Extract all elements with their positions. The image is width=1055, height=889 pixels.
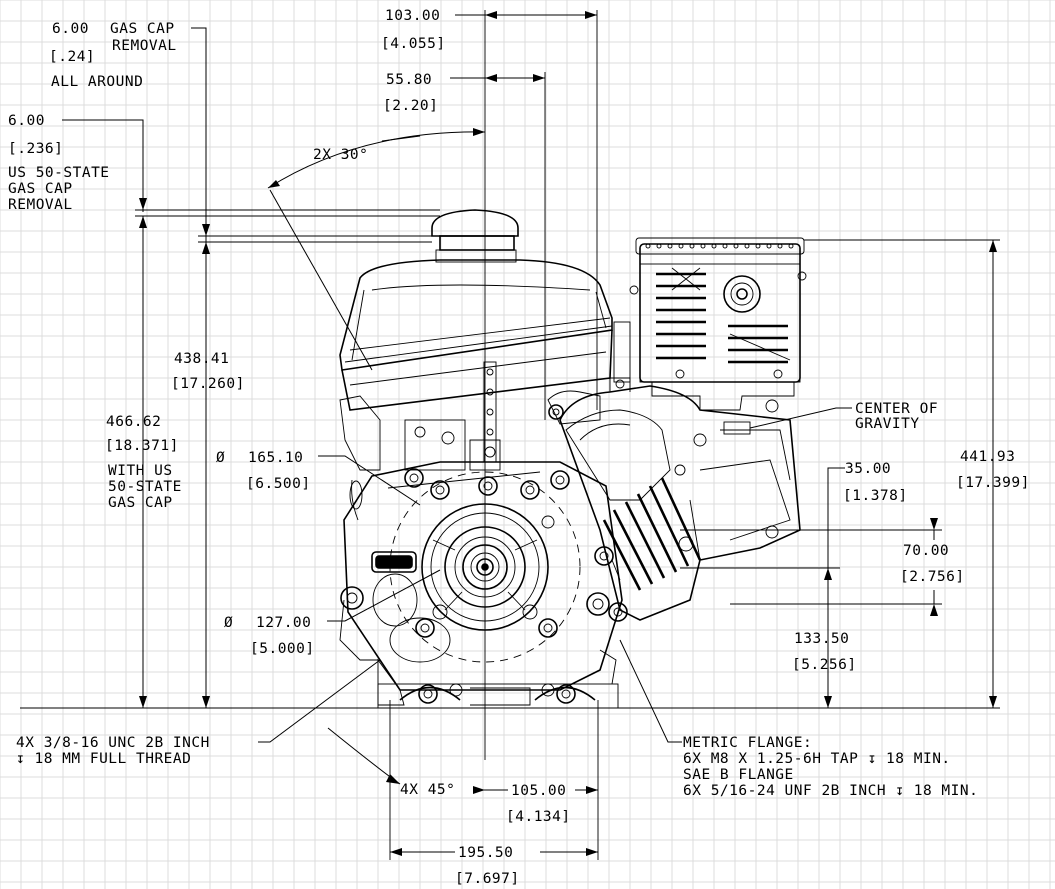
gas-cap-neck [439,235,515,251]
right-133-inch: [5.256] [792,657,857,673]
annotations: 6.00 GAS CAP REMOVAL [.24] ALL AROUND 6.… [8,8,1030,887]
top-103-inch: [4.055] [381,36,446,52]
height-466-note1: WITH US [108,463,173,479]
engine-outline [339,209,807,709]
dia-127-inch: [5.000] [250,641,315,657]
gas-cap [431,209,519,237]
height-438-value: 438.41 [174,351,229,367]
height-466-note2: 50-STATE [108,479,182,495]
us50-value: 6.00 [8,113,45,129]
gas-cap-removal-inch: [.24] [49,49,95,65]
right-35-inch: [1.378] [843,488,908,504]
us50-line2: GAS CAP [8,181,73,197]
gas-cap-all-around: ALL AROUND [51,74,143,90]
dia-127-symbol: Ø [224,615,233,631]
gas-cap-base [435,249,517,263]
right-441-value: 441.93 [960,449,1015,465]
right-133-value: 133.50 [794,631,849,647]
dia-165-symbol: Ø [216,450,225,466]
cooling-fins [602,477,702,591]
dia-165-inch: [6.500] [246,476,311,492]
cog-line1: CENTER OF [855,401,938,417]
height-438-inch: [17.260] [171,376,245,392]
arrow-heads [139,11,997,856]
gas-cap-removal-label-2: REMOVAL [112,38,177,54]
cog-line2: GRAVITY [855,416,920,432]
muffler [629,237,807,411]
top-55-value: 55.80 [386,72,432,88]
flange-line1: METRIC FLANGE: [683,735,812,751]
gas-cap-removal-label-1: GAS CAP [110,21,175,37]
right-70-inch: [2.756] [900,569,965,585]
angle-30-label: 2X 30° [313,147,368,163]
height-466-value: 466.62 [106,414,161,430]
bottom-195-inch: [7.697] [455,871,520,887]
mount-thread-line1: 4X 3/8-16 UNC 2B INCH [16,735,210,751]
height-466-note3: GAS CAP [108,495,173,511]
right-441-inch: [17.399] [956,475,1030,491]
us50-inch: [.236] [8,141,63,157]
bottom-105-value: 105.00 [511,783,566,799]
bottom-195-value: 195.50 [458,845,513,861]
flange-line3: SAE B FLANGE [683,767,794,783]
center-lines [20,10,1000,860]
top-103-value: 103.00 [385,8,440,24]
gas-cap-removal-value: 6.00 [52,21,89,37]
bottom-105-inch: [4.134] [506,809,571,825]
dia-165-value: 165.10 [248,450,303,466]
flange-bolts [340,468,628,638]
height-466-inch: [18.371] [105,438,179,454]
top-55-inch: [2.20] [383,98,438,114]
flange-line4: 6X 5/16-24 UNF 2B INCH ↧ 18 MIN. [683,783,978,799]
dimension-lines [62,14,1000,853]
right-70-value: 70.00 [903,543,949,559]
us50-line3: REMOVAL [8,197,73,213]
cylinder-block [559,385,801,621]
mount-thread-line2: ↧ 18 MM FULL THREAD [16,751,191,767]
us50-line1: US 50-STATE [8,165,110,181]
right-35-value: 35.00 [845,461,891,477]
flange-line2: 6X M8 X 1.25-6H TAP ↧ 18 MIN. [683,751,951,767]
fuel-tank [339,259,613,371]
dia-127-value: 127.00 [256,615,311,631]
angle-45-label: 4X 45° [400,782,455,798]
